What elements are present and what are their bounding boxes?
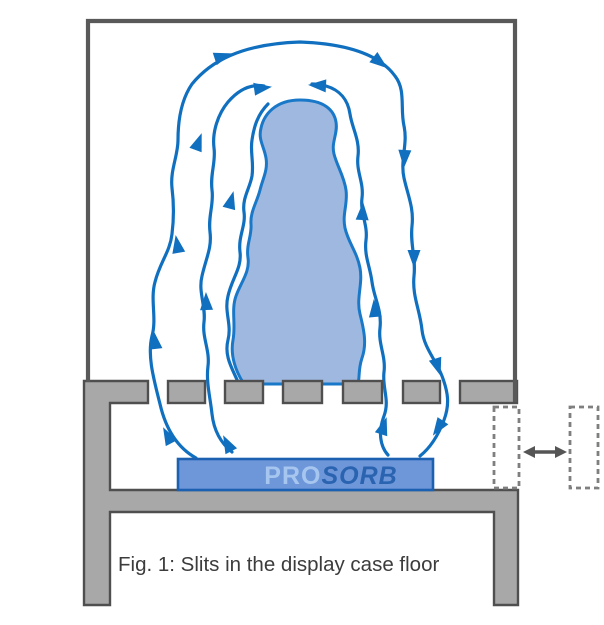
- display-case-walls: [85, 18, 518, 402]
- airflow-middle-left: [199, 83, 266, 454]
- floor-segment: [281, 379, 324, 405]
- floor-slit-segments: [166, 379, 519, 405]
- floor-segment: [458, 379, 519, 405]
- removable-panel-removed: [568, 405, 600, 490]
- airflow-lines: [148, 40, 450, 460]
- prosorb-logo-pro: PRO: [264, 462, 321, 490]
- floor-segment: [341, 379, 384, 405]
- pedestal-structure: [82, 379, 520, 607]
- exchange-arrow-icon: [523, 446, 567, 458]
- removable-panel-in-place: [492, 405, 521, 490]
- prosorb-cassette: PROSORB: [176, 457, 435, 492]
- airflow-inner-left: [225, 102, 270, 384]
- floor-segment: [166, 379, 207, 405]
- removable-panel-group: [492, 405, 600, 490]
- floor-segment: [223, 379, 265, 405]
- airflow-inner-right: [310, 82, 390, 457]
- prosorb-logo: PROSORB: [264, 462, 397, 490]
- floor-segment: [401, 379, 442, 405]
- vase: [230, 98, 367, 386]
- airflow-outer-loop: [148, 40, 450, 460]
- figure-caption: Fig. 1: Slits in the display case floor: [118, 553, 440, 576]
- airflow-arrows: [149, 52, 449, 455]
- prosorb-logo-sorb: SORB: [321, 462, 397, 490]
